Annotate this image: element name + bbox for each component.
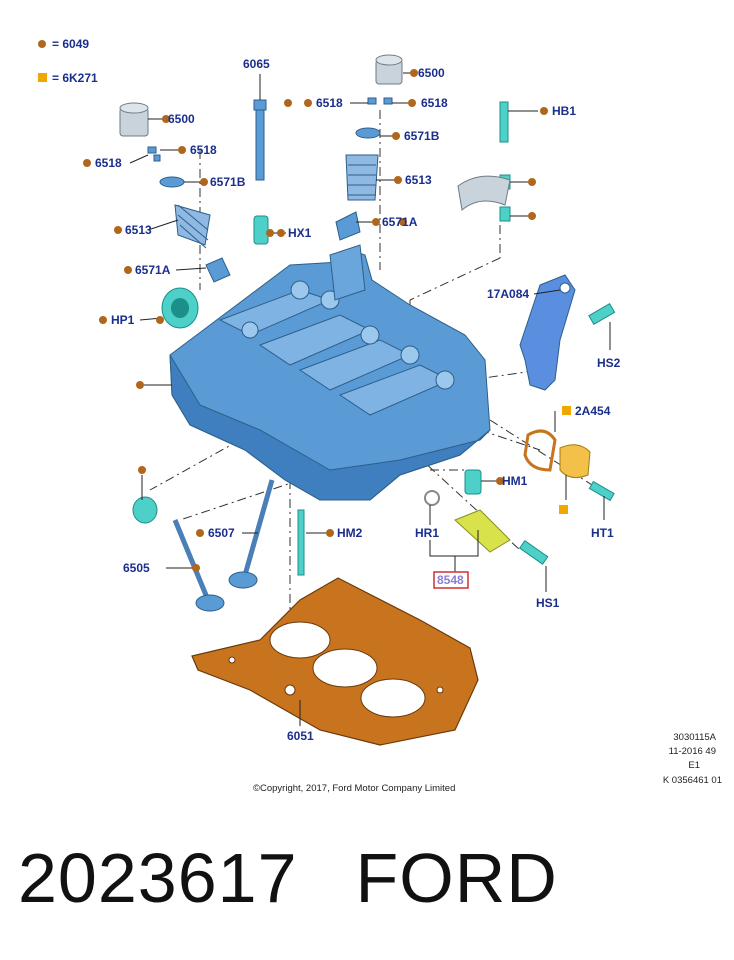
callout-6571A-center: 6571A	[382, 215, 418, 229]
info-line-1: 3030115A	[673, 732, 716, 743]
callout-6505: 6505	[123, 561, 150, 575]
callout-HS1: HS1	[536, 596, 560, 610]
callout-HP1: HP1	[111, 313, 135, 327]
camshaft-seal	[161, 287, 199, 329]
hardware-lower-right	[297, 469, 549, 576]
callout-HT1: HT1	[591, 526, 614, 540]
callout-labels: 6065 6500 6518 6518 6571B 6513 6571A HX1…	[95, 57, 621, 743]
callout-HM1: HM1	[502, 474, 528, 488]
callout-17A084: 17A084	[487, 287, 529, 301]
cylinder-head-exploded-diagram: = 6049 = 6K271	[38, 37, 722, 794]
callout-6500-center: 6500	[418, 66, 445, 80]
callout-8548: 8548	[437, 573, 464, 587]
sensor	[523, 429, 615, 502]
legend-square-bullet-icon	[38, 73, 47, 82]
callout-HX1: HX1	[288, 226, 312, 240]
legend-square-label: = 6K271	[52, 71, 98, 85]
legend-round-label: = 6049	[52, 37, 89, 51]
part-caption: 2023617 FORD	[18, 838, 558, 918]
info-line-4: K 0356461 01	[663, 775, 722, 786]
valve-stack-center	[335, 54, 403, 241]
legend: = 6049 = 6K271	[38, 37, 98, 85]
callout-6571B-center: 6571B	[404, 129, 440, 143]
highlighted-part-box	[433, 571, 469, 589]
callout-2A454: 2A454	[575, 404, 611, 418]
callout-HM2: HM2	[337, 526, 363, 540]
callout-6518-center-left: 6518	[316, 96, 343, 110]
callout-6518-left-lower: 6518	[95, 156, 122, 170]
callout-6518-left-upper: 6518	[190, 143, 217, 157]
callout-6507: 6507	[208, 526, 235, 540]
part-number: 2023617	[18, 839, 298, 917]
part-markers	[83, 69, 571, 572]
info-line-3: E1	[688, 760, 700, 771]
callout-6051: 6051	[287, 729, 314, 743]
copyright-notice: ©Copyright, 2017, Ford Motor Company Lim…	[253, 783, 455, 794]
bracket	[519, 274, 616, 391]
callout-6500-left: 6500	[168, 112, 195, 126]
callout-HB1: HB1	[552, 104, 576, 118]
brand-name: FORD	[355, 839, 558, 917]
head-gasket	[191, 577, 479, 746]
callout-HS2: HS2	[597, 356, 621, 370]
drawing-info-block: 3030115A 11-2016 49 E1 K 0356461 01	[663, 732, 722, 786]
callout-6513-center: 6513	[405, 173, 432, 187]
legend-round-bullet-icon	[38, 40, 46, 48]
callout-6571B-left: 6571B	[210, 175, 246, 189]
cylinder-head	[169, 244, 491, 501]
callout-6065: 6065	[243, 57, 270, 71]
callout-6513-left: 6513	[125, 223, 152, 237]
callout-HR1: HR1	[415, 526, 439, 540]
info-line-2: 11-2016 49	[669, 746, 716, 757]
expansion-plug	[132, 496, 158, 524]
valves	[172, 479, 275, 612]
callout-6571A-left: 6571A	[135, 263, 171, 277]
callout-6518-center-right: 6518	[421, 96, 448, 110]
valve-stack-left	[119, 102, 231, 283]
